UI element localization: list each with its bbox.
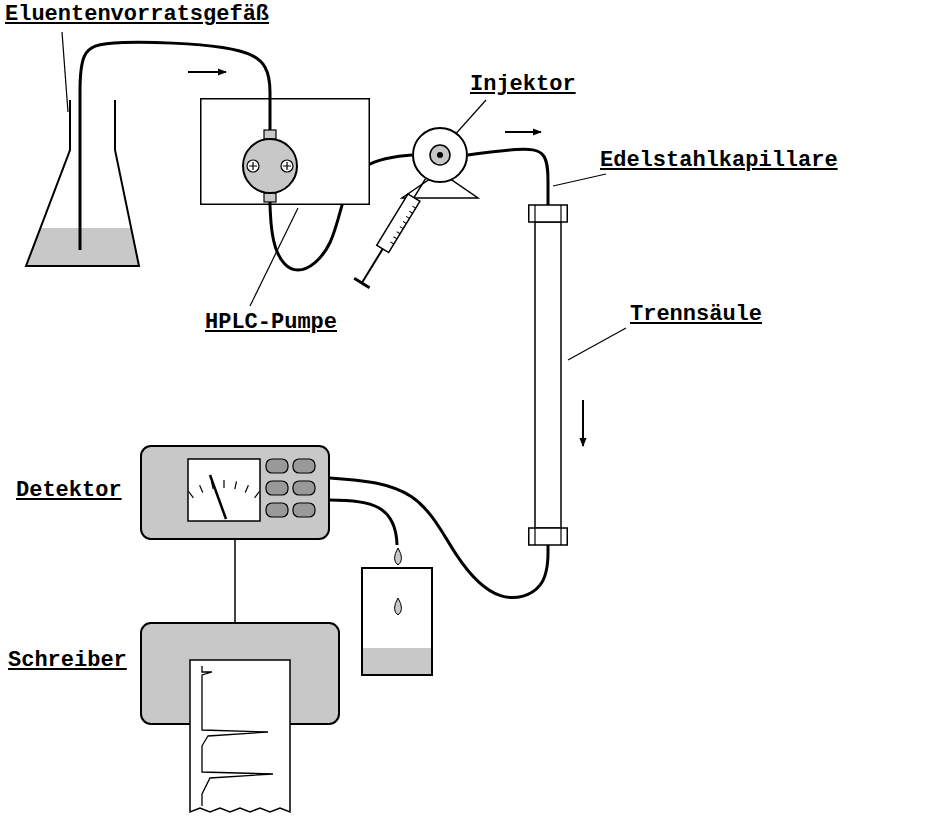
leader-line [62,32,68,112]
control-button [293,459,315,473]
control-button [266,481,288,495]
syringe [414,179,425,198]
steel-capillary [468,149,548,205]
separation-column: Trennsäule [528,205,568,545]
solvent-tube [80,42,270,100]
syringe [390,206,415,244]
pump-port [264,130,276,139]
chart-recorder-shape [140,622,340,725]
pump-screw [281,160,293,172]
syringe [362,249,383,283]
injector-rotor [430,145,450,165]
pump-screw [249,162,257,170]
leader-line [553,174,606,186]
pump-screw [283,162,291,170]
column-fitting [529,528,568,545]
meter-needle [210,475,226,519]
injector-port [437,152,443,158]
chart-recorder: Schreiber [140,622,340,725]
drop [395,548,402,565]
injector-valve-shape [412,127,468,183]
separation-column-shape [528,205,568,545]
pump-unit: HPLC-Pumpe [200,98,370,205]
syringe [377,194,420,253]
pump-housing [201,99,370,205]
waste-tube [330,500,397,545]
chromatogram-trace [202,666,273,806]
flask-outline [26,100,139,266]
part-label: Detektor [16,478,122,504]
injector-body [413,128,467,182]
detector-housing [141,446,329,539]
flow-arrow [188,71,226,73]
column-outlet-tube [330,478,548,598]
solvent-liquid [26,228,139,266]
part-label: Injektor [470,72,576,98]
pump-port [264,193,276,202]
leader-line [568,328,626,360]
part-label: Trennsäule [630,302,762,328]
column-fitting [535,528,561,545]
part-label: Eluentenvorratsgefäß [5,2,269,28]
column-fitting [529,205,568,222]
flow-arrow [505,131,541,133]
flow-arrow [582,400,584,446]
syringe [354,278,369,287]
waste-beaker [362,568,432,675]
leader-line [250,208,298,306]
detector-unit: Detektor [140,445,330,540]
pump-unit-shape [200,98,370,205]
pump-head [243,139,297,193]
solvent-flask-shape [25,100,140,268]
control-button [266,459,288,473]
chart-paper [190,660,290,812]
detector-unit-shape [140,445,330,540]
flow-arrow [188,72,583,600]
control-button [293,503,315,517]
drop [395,598,402,615]
column-fitting [535,205,561,222]
control-button [293,481,315,495]
control-button [266,503,288,517]
part-label: HPLC-Pumpe [205,310,337,336]
inlet-tube [79,100,82,250]
meter-dial [188,459,260,521]
meter-scale [189,480,260,498]
pump-screw [247,160,259,172]
signal-cable [234,540,236,622]
column-tube [535,222,561,528]
part-label: Schreiber [8,648,127,674]
waste-liquid [363,648,431,674]
inlet-tube [269,98,272,130]
part-label: Edelstahlkapillare [600,148,838,174]
leader-line [452,100,486,138]
solvent-flask: Eluentenvorratsgefäß [25,100,140,268]
injector-valve: Injektor [412,127,468,183]
